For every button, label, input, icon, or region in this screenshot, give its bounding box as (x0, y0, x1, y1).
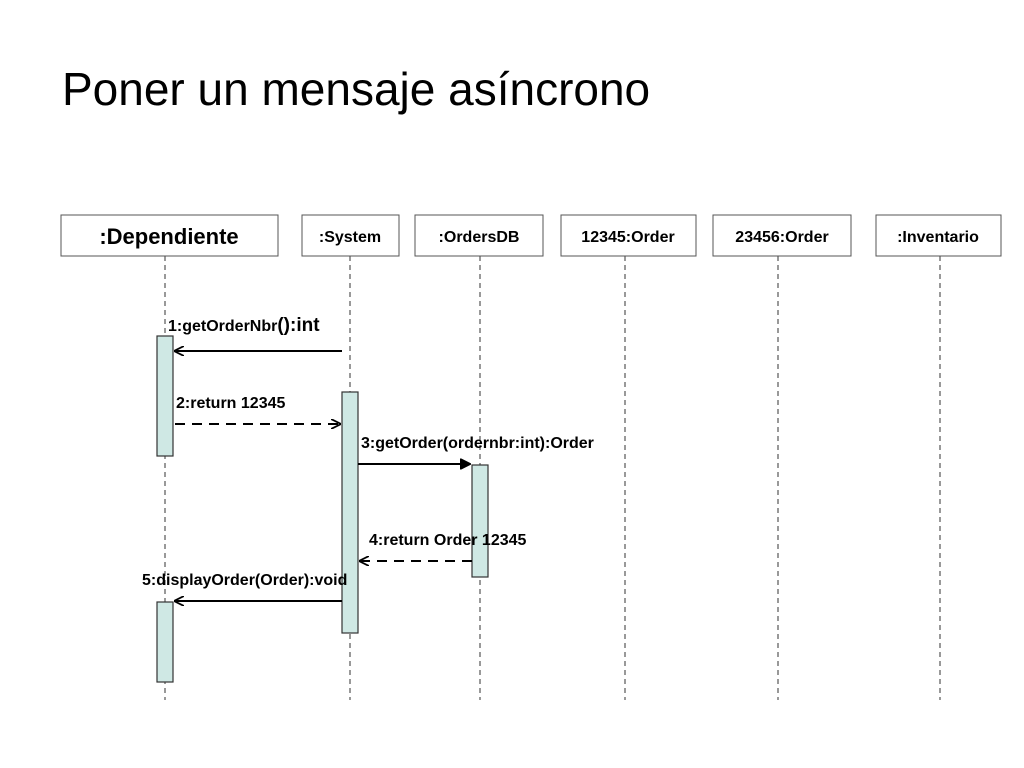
object-order23456: 23456:Order (712, 214, 852, 257)
object-label-ordersdb: :OrdersDB (439, 229, 520, 246)
object-label-dependiente: :Dependiente (99, 224, 238, 249)
activation-dependiente-2 (156, 601, 174, 683)
object-label-order12345: 12345:Order (581, 229, 674, 246)
message-3-label: 3:getOrder(ordernbr:int):Order (361, 435, 594, 452)
slide-title: Poner un mensaje asíncrono (62, 63, 651, 115)
activation-system (341, 391, 359, 634)
message-4-label: 4:return Order 12345 (369, 532, 527, 549)
object-inventario: :Inventario (875, 214, 1002, 257)
message-5-label: 5:displayOrder(Order):void (142, 572, 347, 589)
object-label-system: :System (319, 229, 381, 246)
activation-ordersdb (471, 464, 489, 578)
activation-dependiente-1 (156, 335, 174, 457)
object-ordersdb: :OrdersDB (414, 214, 544, 257)
object-dependiente: :Dependiente (60, 214, 279, 257)
object-label-inventario: :Inventario (897, 229, 979, 246)
message-2-label: 2:return 12345 (176, 395, 285, 412)
object-label-order23456: 23456:Order (735, 229, 828, 246)
message-1-label: 1:getOrderNbr():int (168, 315, 320, 336)
object-system: :System (301, 214, 400, 257)
object-order12345: 12345:Order (560, 214, 697, 257)
